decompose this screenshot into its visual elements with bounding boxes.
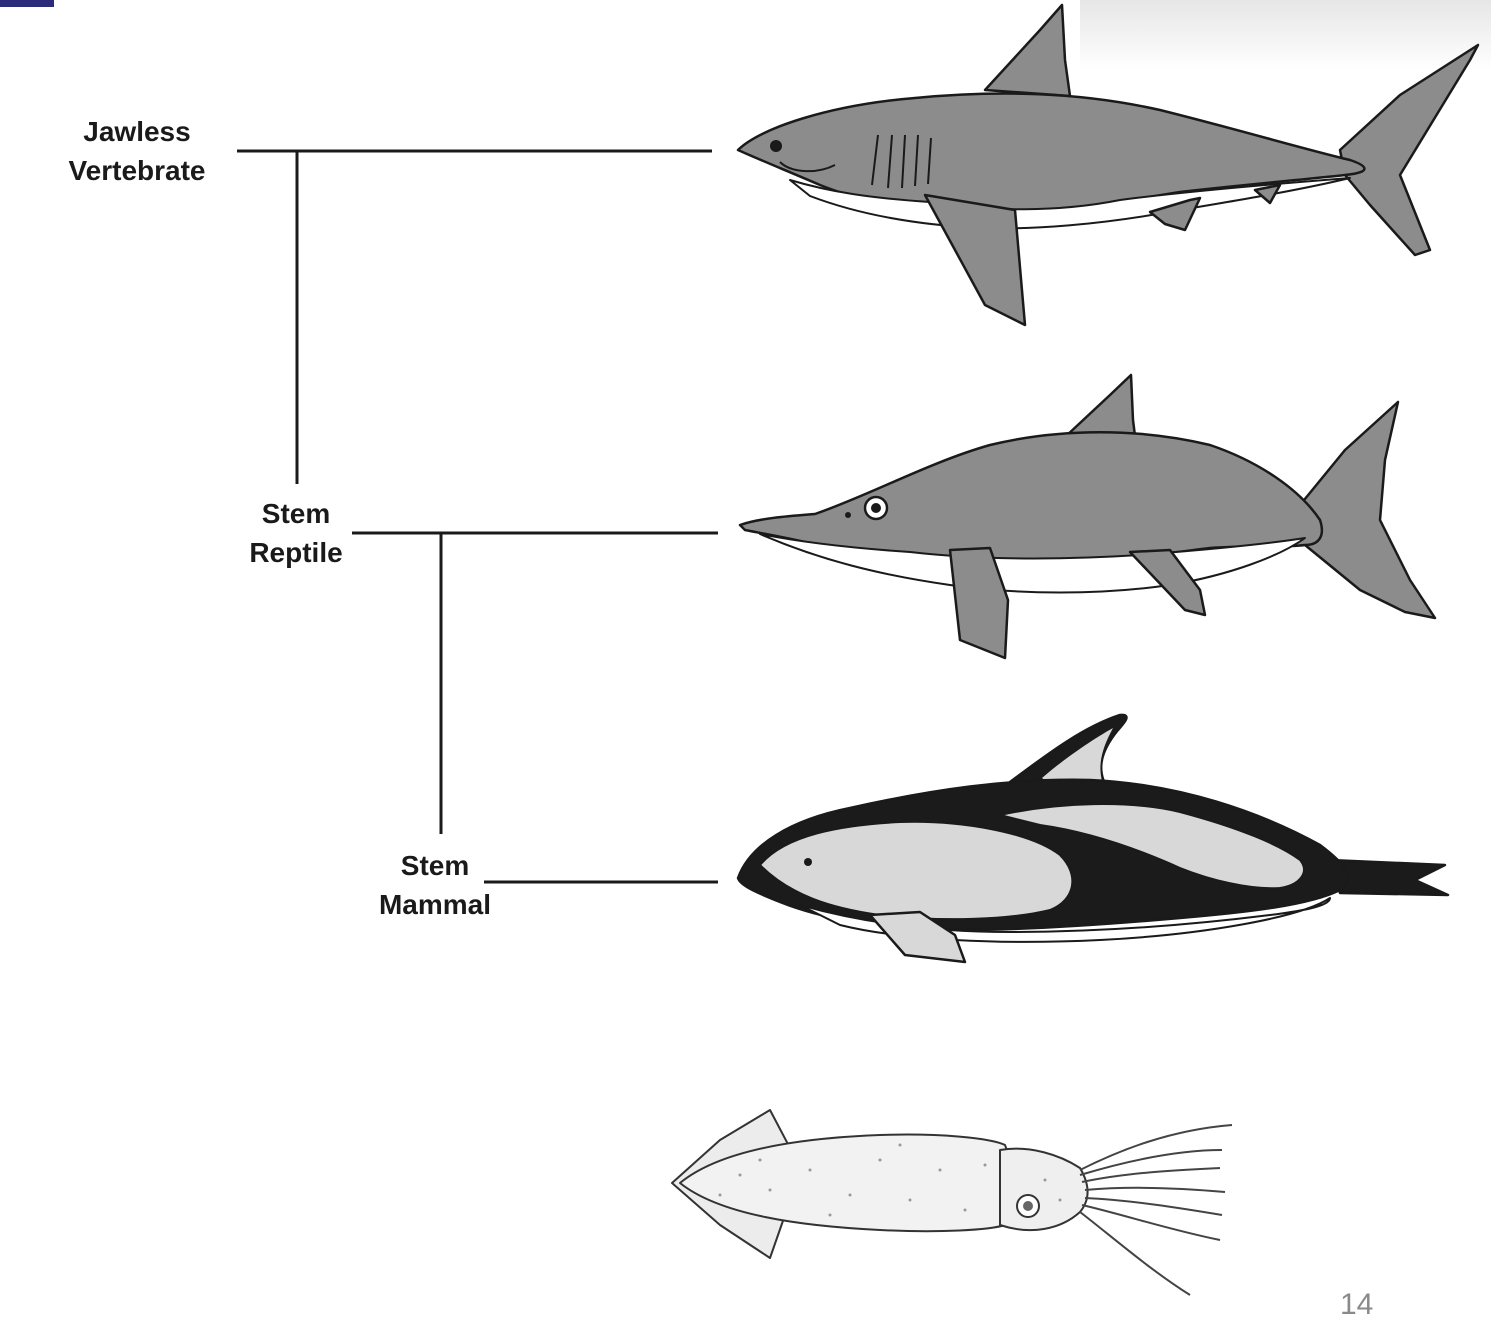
label-line: Jawless [83, 116, 191, 147]
ichthyosaur-illustration [738, 373, 1437, 660]
label-line: Stem [261, 498, 331, 529]
dolphin-illustration [736, 713, 1450, 964]
label-line: Vertebrate [68, 155, 206, 186]
tree-lines [237, 149, 718, 884]
node-label-stem-reptile: Stem Reptile [236, 494, 356, 572]
label-line: Reptile [249, 537, 343, 568]
squid-illustration [671, 1109, 1233, 1296]
top-shading [1080, 0, 1491, 70]
shark-illustration [736, 3, 1480, 327]
node-label-stem-mammal: Stem Mammal [366, 846, 504, 924]
slide-corner-tab [0, 0, 54, 7]
page-number: 14 [1340, 1288, 1374, 1321]
node-label-jawless-vertebrate: Jawless Vertebrate [52, 112, 222, 190]
label-line: Stem [400, 850, 470, 881]
label-line: Mammal [378, 889, 492, 920]
